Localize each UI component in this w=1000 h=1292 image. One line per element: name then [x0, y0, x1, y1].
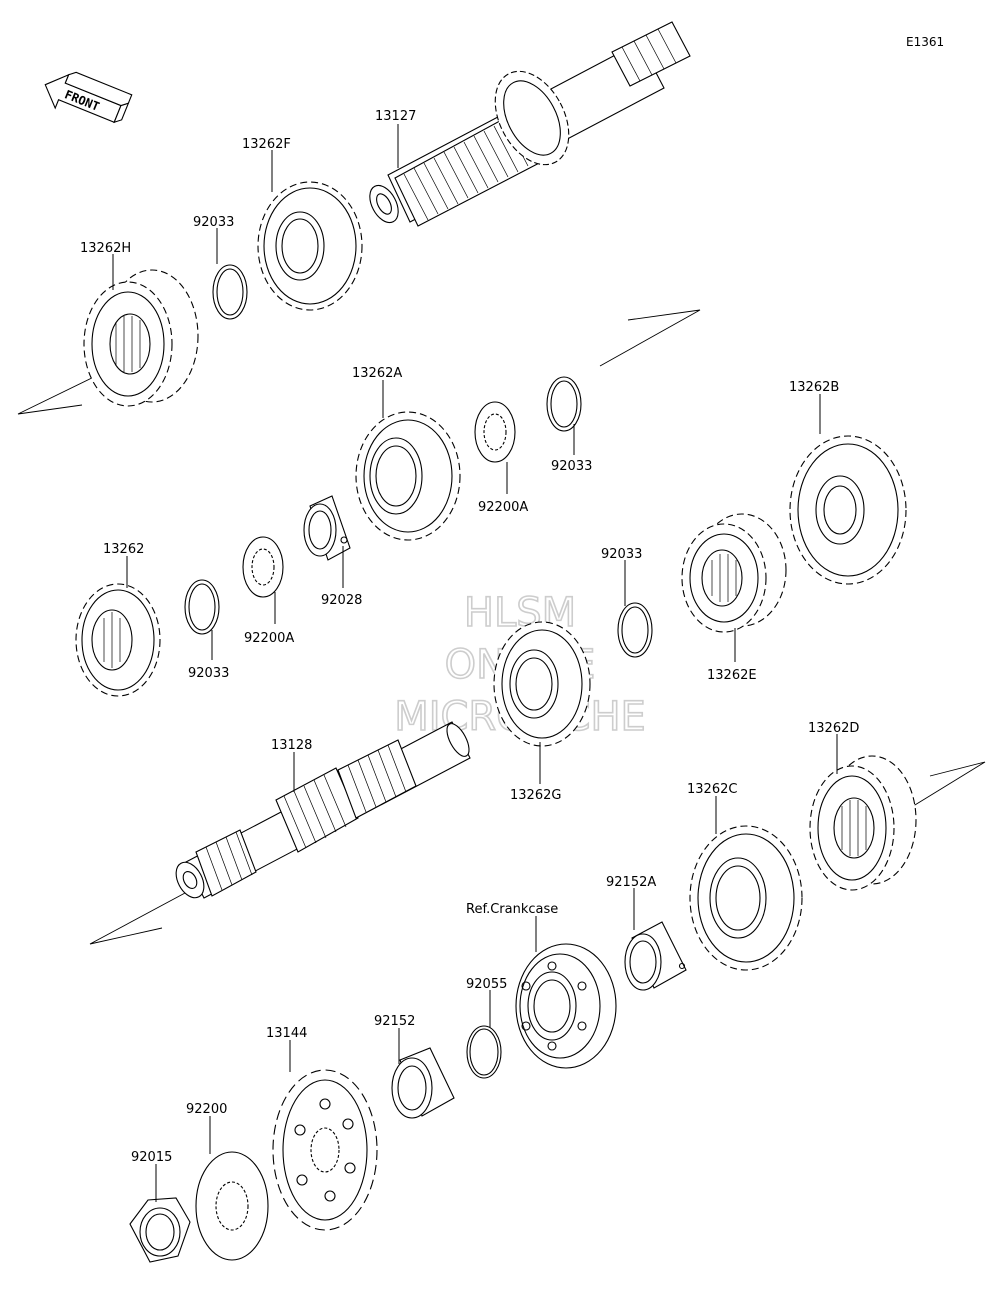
nut-92015 [129, 1197, 191, 1263]
circlip-92033-b [546, 376, 582, 432]
collar-92152A [624, 921, 687, 991]
callout-92055: 92055 [466, 977, 507, 992]
washer-92200 [195, 1151, 269, 1261]
callout-92033-a: 92033 [193, 215, 234, 230]
gear-13262 [75, 583, 161, 697]
gear-13262G [493, 621, 591, 747]
callout-92033-c: 92033 [188, 666, 229, 681]
leader-lines [112, 124, 838, 1202]
gear-13262C [689, 825, 803, 971]
callout-92152: 92152 [374, 1014, 415, 1029]
washer-92200A-a [474, 401, 516, 463]
callout-92028: 92028 [321, 593, 362, 608]
callout-13262C: 13262C [687, 782, 737, 797]
callout-13128: 13128 [271, 738, 312, 753]
callout-13262G: 13262G [510, 788, 561, 803]
callout-13262: 13262 [103, 542, 144, 557]
callout-92200A-a: 92200A [478, 500, 528, 515]
front-arrow-icon: FRONT [44, 71, 133, 124]
gear-13262B [789, 435, 907, 585]
gear-13262D [809, 755, 917, 891]
callout-92033-d: 92033 [601, 547, 642, 562]
diagram-id: E1361 [906, 35, 944, 49]
bearing-92028 [303, 495, 351, 561]
axis-lines [17, 309, 986, 945]
collar-92152 [391, 1047, 455, 1119]
bearing-ref-crankcase [515, 943, 617, 1069]
callout-13262B: 13262B [789, 380, 839, 395]
gear-13262A [355, 411, 461, 541]
callouts: 13127 13262F 92033 13262H 13262A 92200A … [80, 109, 859, 1165]
circlip-92033-d [617, 602, 653, 658]
gear-13262H [83, 269, 199, 407]
callout-92200: 92200 [186, 1102, 227, 1117]
o-ring-92055 [466, 1025, 502, 1079]
callout-13262F: 13262F [242, 137, 291, 152]
circlip-92033-a [212, 264, 248, 320]
callout-13262E: 13262E [707, 668, 757, 683]
callout-92200A-b: 92200A [244, 631, 294, 646]
callout-13262H: 13262H [80, 241, 131, 256]
callout-13144: 13144 [266, 1026, 307, 1041]
callout-ref-crankcase: Ref.Crankcase [466, 902, 558, 917]
gear-13262F [257, 181, 363, 311]
gear-13262E [681, 513, 787, 633]
callout-13262A: 13262A [352, 366, 402, 381]
callout-92033-b: 92033 [551, 459, 592, 474]
callout-92015: 92015 [131, 1150, 172, 1165]
shaft-13127 [369, 21, 691, 227]
shaft-13128 [175, 721, 471, 899]
sprocket-13144 [272, 1069, 378, 1231]
callout-13127: 13127 [375, 109, 416, 124]
callout-13262D: 13262D [808, 721, 859, 736]
callout-92152A: 92152A [606, 875, 656, 890]
washer-92200A-b [242, 536, 284, 598]
circlip-92033-c [184, 579, 220, 635]
